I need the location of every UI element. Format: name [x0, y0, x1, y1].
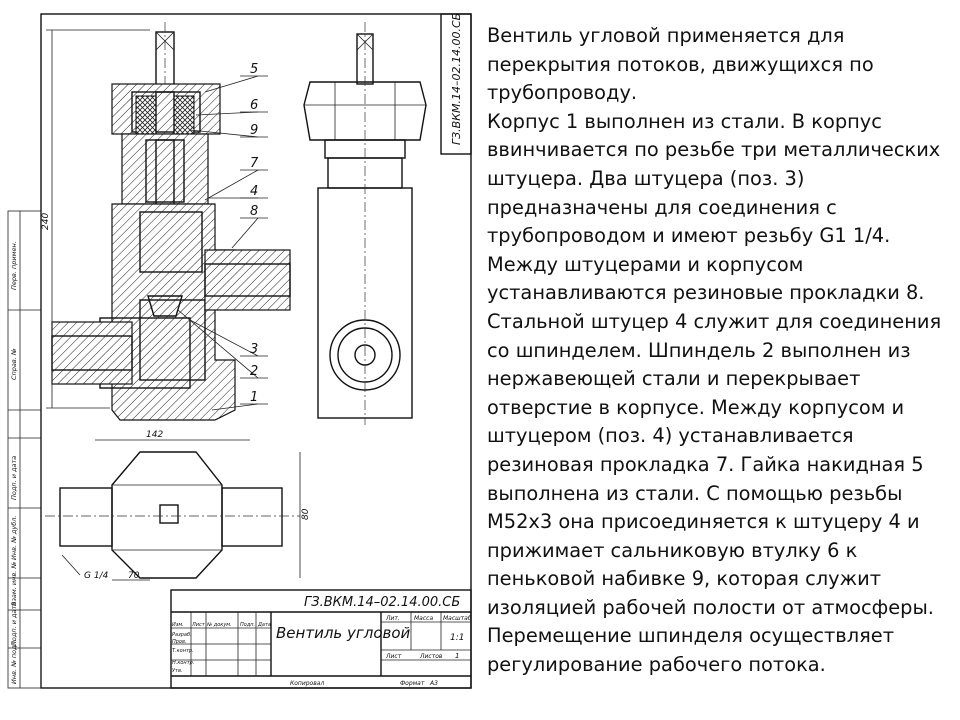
stamp-row: Подп.	[240, 622, 255, 628]
title-doc-code: ГЗ.ВКМ.14–02.14.00.СБ	[304, 595, 460, 610]
side-label: Инв. № подл.	[10, 639, 18, 684]
stamp-row: Дата	[257, 622, 271, 628]
dim-height: 240	[41, 213, 51, 230]
stamp-row: Лист	[191, 622, 206, 628]
stamp-row: Т.контр.	[172, 648, 194, 654]
side-label: Взам. инв. №	[10, 562, 18, 606]
side-label: Справ. №	[10, 348, 18, 380]
part-number: 2	[250, 364, 258, 379]
dim-width: 142	[146, 430, 163, 440]
description-paragraph: Вентиль угловой применяется для перекрыт…	[487, 24, 874, 105]
stamp-sheet-label: Лист	[385, 653, 402, 660]
part-number: 3	[250, 342, 258, 357]
top-view: 142 80 G 1/4 70	[45, 430, 311, 581]
stamp-scale-header: Масштаб	[443, 615, 472, 622]
doc-code-box: ГЗ.ВКМ.14–02.14.00.СБ	[440, 13, 472, 155]
part-number: 9	[250, 123, 258, 138]
part-number: 4	[250, 184, 258, 199]
footer-format: Формат	[400, 680, 425, 687]
stamp-mass-header: Масса	[414, 615, 433, 622]
dim-stub: 70	[128, 571, 140, 581]
description-text: Вентиль угловой применяется для перекрыт…	[487, 22, 947, 680]
doc-code-vertical: ГЗ.ВКМ.14–02.14.00.СБ	[450, 13, 463, 145]
side-view	[303, 22, 427, 425]
side-label: Инв. № дубл.	[10, 516, 18, 560]
description-paragraph: Корпус 1 выполнен из стали. В корпус вви…	[487, 109, 942, 677]
side-label: Перв. примен.	[10, 241, 18, 290]
stamp-row: № докум.	[206, 622, 232, 628]
drawing-title: Вентиль угловой	[276, 624, 411, 642]
stamp-row: Н.контр.	[172, 660, 194, 666]
dim-thread: G 1/4	[84, 571, 109, 581]
part-number: 5	[250, 62, 258, 77]
title-block: ГЗ.ВКМ.14–02.14.00.СБ Вентиль угловой Ли…	[170, 589, 472, 689]
stamp-row: Пров.	[172, 639, 187, 645]
stamp-row: Изм.	[172, 622, 184, 628]
height-dimension: 240	[41, 29, 150, 409]
footer-copied: Копировал	[290, 680, 324, 687]
dim-depth: 80	[301, 508, 311, 520]
side-label: Подп. и дата	[10, 456, 18, 500]
part-number: 8	[250, 204, 258, 219]
footer-format-value: А3	[429, 680, 438, 687]
stamp-lit-header: Лит.	[385, 615, 400, 622]
stamp-row: Разраб.	[172, 632, 192, 638]
part-number: 6	[250, 98, 258, 113]
stamp-sheets-label: Листов	[419, 653, 443, 660]
stamp-scale-value: 1:1	[450, 633, 464, 643]
side-label: Подп. и дата	[10, 602, 18, 646]
section-view	[51, 22, 291, 421]
stamp-sheets-value: 1	[455, 652, 459, 660]
assembly-drawing: Перв. примен. Справ. № Подп. и дата Инв.…	[7, 13, 472, 689]
part-leaders: 5 6 9 7 4 8 3 2 1	[177, 62, 268, 411]
side-labels: Перв. примен. Справ. № Подп. и дата Инв.…	[10, 241, 18, 684]
part-number: 1	[250, 390, 258, 405]
part-number: 7	[250, 156, 259, 171]
stamp-row: Утв.	[172, 668, 183, 674]
